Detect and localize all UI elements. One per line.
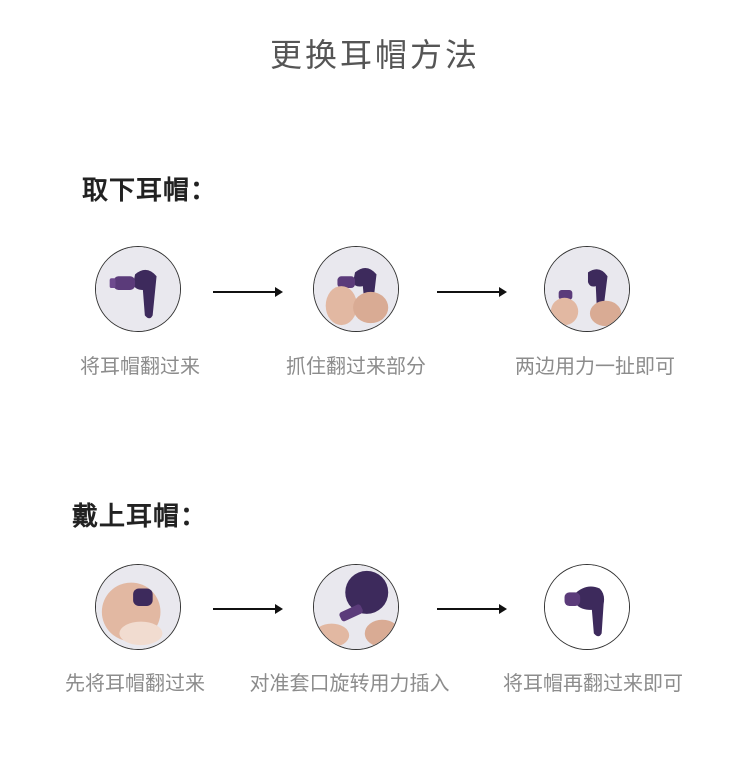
step-caption: 将耳帽再翻过来即可 [503, 671, 683, 695]
step-photo-twist-tip [313, 564, 399, 650]
step-photo-pull-tip [544, 246, 630, 332]
arrow-right-icon [213, 287, 283, 297]
attach-section-heading: 戴上耳帽： [72, 502, 208, 532]
step-caption: 先将耳帽翻过来 [65, 671, 205, 695]
arrow-right-icon [437, 604, 507, 614]
remove-section-heading: 取下耳帽： [82, 176, 218, 206]
step-caption: 两边用力一扯即可 [515, 354, 675, 378]
step-caption: 抓住翻过来部分 [286, 354, 426, 378]
step-caption: 对准套口旋转用力插入 [249, 671, 450, 695]
step-photo-done [544, 564, 630, 650]
arrow-right-icon [213, 604, 283, 614]
step-caption: 将耳帽翻过来 [80, 354, 200, 378]
step-photo-grip-tip [313, 246, 399, 332]
step-photo-flip-tip [95, 564, 181, 650]
step-photo-flip-tip [95, 246, 181, 332]
arrow-right-icon [437, 287, 507, 297]
page-title: 更换耳帽方法 [269, 36, 480, 74]
